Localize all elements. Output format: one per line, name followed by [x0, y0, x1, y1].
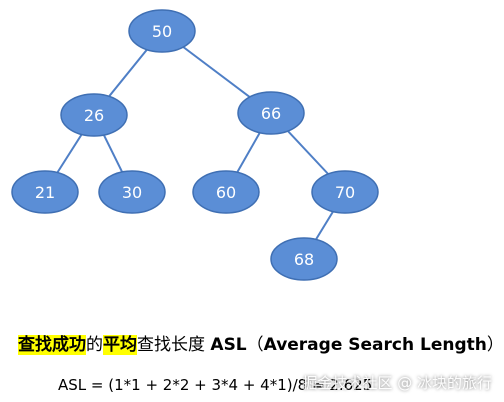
tree-node-30: 30	[98, 170, 166, 214]
tree-node-shape	[237, 91, 305, 135]
tree-node-label: 21	[35, 183, 55, 202]
caption-close-paren: ）	[486, 335, 504, 355]
tree-node-label: 68	[294, 250, 314, 269]
tree-node-label: 50	[152, 22, 172, 41]
tree-node-shape	[270, 237, 338, 281]
tree-node-66: 66	[237, 91, 305, 135]
caption-de: 的	[86, 335, 103, 355]
tree-node-shape	[98, 170, 166, 214]
caption-open-paren: （	[246, 335, 264, 355]
asl-formula: ASL = (1*1 + 2*2 + 3*4 + 4*1)/8 = 2.625	[58, 376, 373, 394]
tree-node-68: 68	[270, 237, 338, 281]
tree-node-label: 60	[216, 183, 236, 202]
caption-search-length: 查找长度	[137, 335, 211, 355]
caption-average-highlight: 平均	[103, 335, 137, 355]
tree-node-70: 70	[311, 170, 379, 214]
binary-search-tree-diagram: 50 26 66 21 30 60 70 68	[11, 9, 379, 281]
watermark: 掘金技术社区 @ 冰块的旅行	[302, 374, 492, 392]
caption-asl: ASL	[210, 335, 247, 355]
caption-full-name: Average Search Length	[263, 335, 487, 355]
tree-node-shape	[311, 170, 379, 214]
asl-caption: 查找成功的平均查找长度 ASL（Average Search Length）	[18, 330, 504, 355]
tree-node-50: 50	[128, 9, 196, 53]
tree-node-label: 26	[84, 106, 104, 125]
tree-node-21: 21	[11, 170, 79, 214]
tree-node-label: 30	[122, 183, 142, 202]
tree-node-shape	[60, 93, 128, 137]
caption-success-highlight: 查找成功	[18, 335, 86, 355]
tree-node-26: 26	[60, 93, 128, 137]
tree-node-60: 60	[192, 170, 260, 214]
tree-node-shape	[128, 9, 196, 53]
tree-node-shape	[11, 170, 79, 214]
tree-node-shape	[192, 170, 260, 214]
tree-node-label: 70	[335, 183, 355, 202]
tree-node-label: 66	[261, 104, 281, 123]
